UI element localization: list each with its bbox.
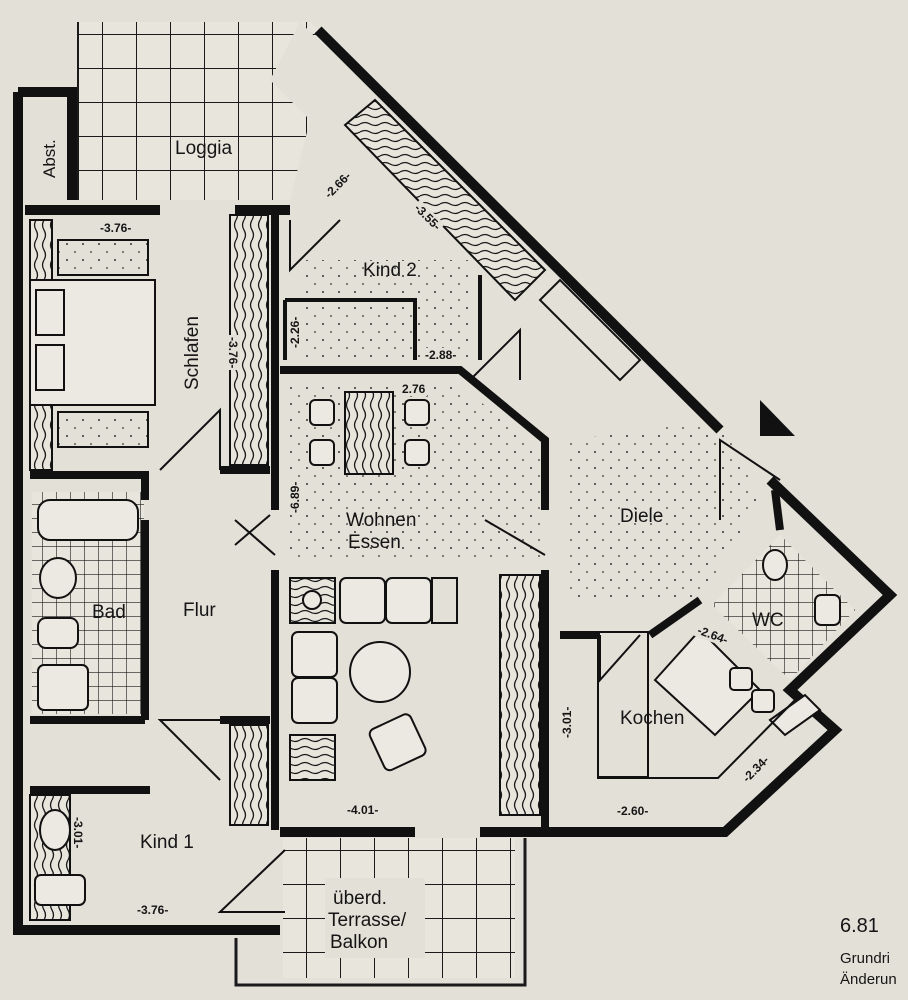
door-swings <box>157 219 781 913</box>
room-label-wohnen: Wohnen <box>346 510 417 531</box>
floor-texture <box>290 260 760 600</box>
kitchen-units <box>597 628 822 778</box>
room-label-terrasse-2: Terrasse/ <box>328 910 407 931</box>
dim-wohnen-width: -4.01- <box>345 803 381 817</box>
room-label-wc: WC <box>752 610 784 631</box>
kitchen-counter-outline <box>597 635 796 779</box>
room-label-kochen: Kochen <box>620 708 685 729</box>
caption-line1: Grundri <box>840 950 891 967</box>
dim-wohnen-depth: -6.89- <box>288 479 302 515</box>
dim-essen-width: 2.76 <box>400 382 428 396</box>
room-label-essen: Essen <box>348 532 401 553</box>
room-label-kind2: Kind 2 <box>363 260 417 281</box>
inner-walls <box>30 210 784 830</box>
room-label-terrasse-3: Balkon <box>330 932 389 953</box>
bath-fixtures <box>34 499 139 906</box>
room-label-schlafen: Schlafen <box>182 316 203 390</box>
room-label-abst: Abst. <box>40 139 59 178</box>
dim-schlafen-depth: -3.76- <box>226 335 240 371</box>
openings <box>234 514 546 556</box>
room-label-terrasse-1: überd. <box>333 888 387 909</box>
wc-fixtures <box>762 549 841 626</box>
wc-tiles <box>712 535 855 680</box>
dim-kind1-depth: -3.01- <box>71 815 85 851</box>
dim-kind2-width: -2.88- <box>423 348 459 362</box>
caption-line2: Änderun <box>840 971 897 988</box>
room-label-kind1: Kind 1 <box>140 832 194 853</box>
dim-kochen-width: -2.60- <box>615 804 651 818</box>
dim-kind2-depth: -2.26- <box>288 314 302 350</box>
kind2-walls <box>283 275 482 360</box>
dim-schlafen-width: -3.76- <box>98 221 134 235</box>
terrace-area <box>234 838 527 987</box>
room-label-loggia: Loggia <box>175 138 233 159</box>
bed <box>29 239 156 448</box>
dim-kind1-width: -3.76- <box>135 903 171 917</box>
entrance-arrow <box>760 400 795 436</box>
room-label-flur: Flur <box>183 600 216 621</box>
dining-set <box>309 391 430 475</box>
dim-kochen-depth: -3.01- <box>560 704 574 740</box>
room-label-diele: Diele <box>620 506 664 527</box>
living-set <box>289 577 458 781</box>
caption-number: 6.81 <box>840 915 879 937</box>
room-label-bad: Bad <box>92 602 126 623</box>
